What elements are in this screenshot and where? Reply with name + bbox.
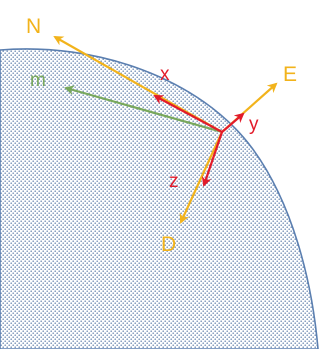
- east-label: E: [283, 63, 297, 86]
- y-label: y: [249, 114, 259, 135]
- m-label: m: [30, 70, 46, 91]
- z-label: z: [169, 171, 179, 192]
- down-label: D: [161, 233, 176, 256]
- north-label: N: [26, 15, 41, 38]
- x-label: x: [160, 64, 170, 85]
- y-axis-arrow: [221, 112, 245, 133]
- x-axis-arrow: [153, 95, 223, 133]
- z-axis-arrow: [201, 131, 224, 187]
- down-axis-arrow: [179, 131, 224, 224]
- magnetic-vector-arrow: [64, 85, 223, 134]
- earth-surface: [0, 48, 319, 350]
